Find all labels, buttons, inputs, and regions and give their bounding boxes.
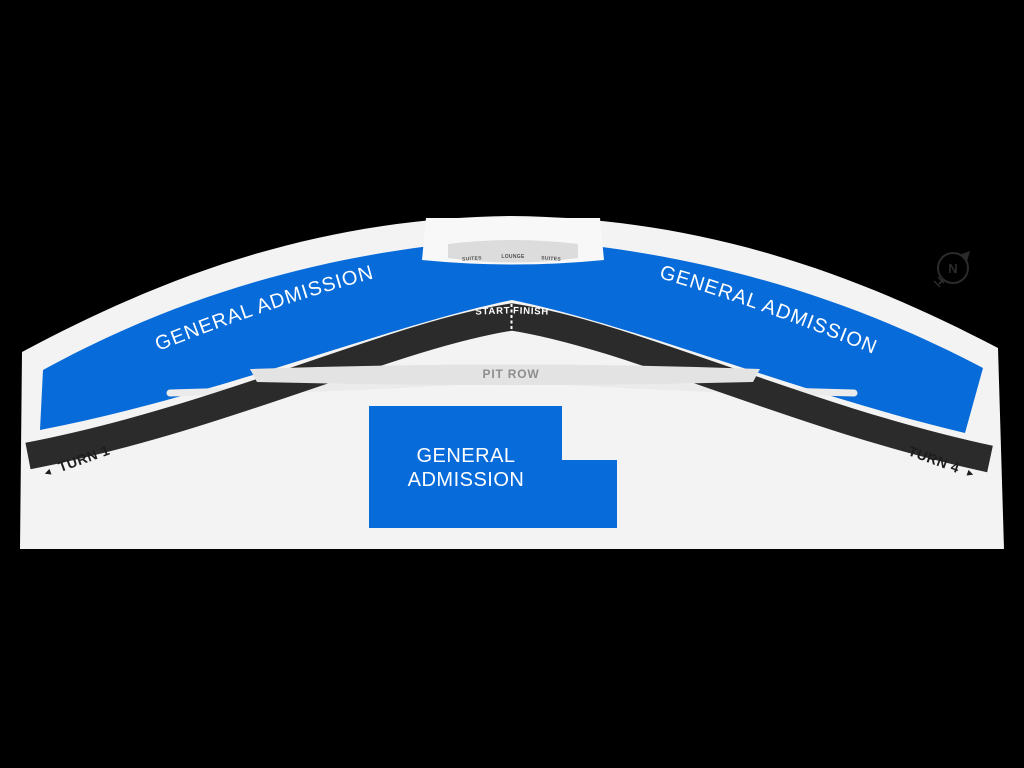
infield-ga-label-line2: ADMISSION	[408, 469, 525, 491]
compass-arrowhead	[960, 251, 970, 261]
suites-right-label: SUITES	[541, 255, 562, 262]
compass-fletch-2	[937, 276, 945, 284]
infield-ga-label-line1: GENERAL	[416, 445, 515, 467]
compass-fletch-1	[933, 280, 941, 288]
suites-left-label: SUITES	[462, 255, 483, 262]
turn-1-arrow-icon: ◄	[41, 466, 54, 480]
compass-circle	[937, 252, 969, 284]
turn-4-arrow-icon: ►	[964, 467, 977, 481]
compass-icon: N	[933, 251, 970, 288]
grandstand-ga-band[interactable]	[40, 238, 983, 433]
pit-row-label: PIT ROW	[483, 367, 540, 381]
infield-ga-section[interactable]	[369, 406, 617, 528]
lounge-label: LOUNGE	[501, 254, 525, 260]
suites-section[interactable]	[448, 240, 578, 263]
start-label: START	[475, 305, 510, 317]
finish-label: FINISH	[513, 305, 549, 317]
pit-row-section[interactable]	[250, 364, 760, 386]
compass-north-label: N	[948, 261, 957, 276]
